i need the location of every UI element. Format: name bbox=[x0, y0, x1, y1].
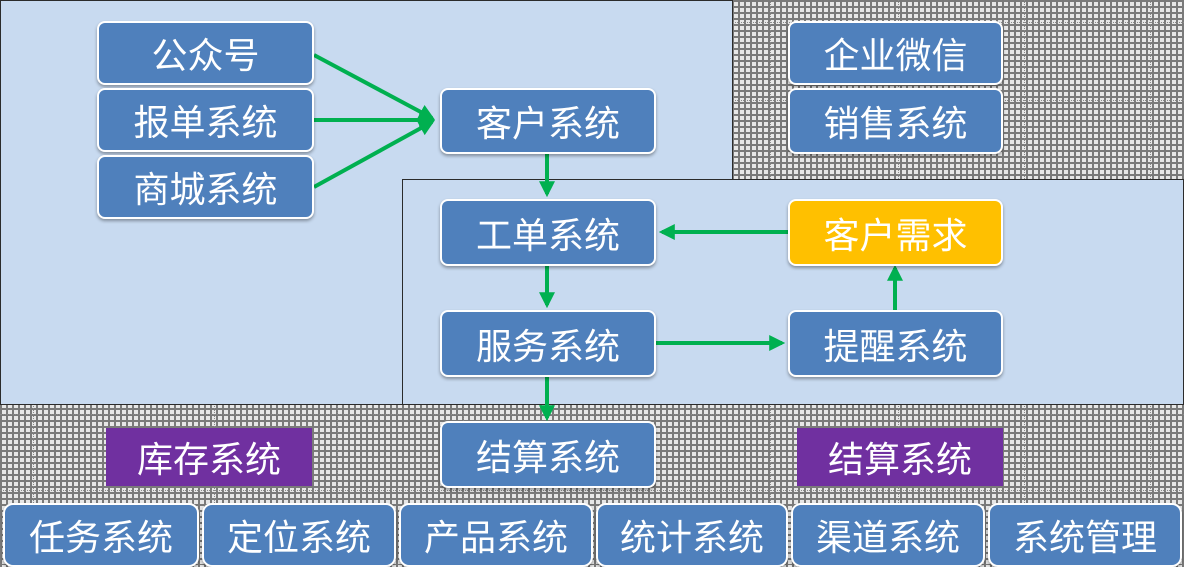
arrow-shangcheng-to-kehu bbox=[313, 120, 435, 189]
bottom-location-system: 定位系统 bbox=[202, 503, 396, 567]
node-enterprise-wechat: 企业微信 bbox=[788, 21, 1003, 85]
bottom-system-management: 系统管理 bbox=[988, 503, 1182, 567]
node-customer-demand: 客户需求 bbox=[788, 199, 1003, 266]
node-customer-system: 客户系统 bbox=[440, 88, 656, 154]
grid-line bbox=[0, 490, 1184, 491]
node-service-system: 服务系统 bbox=[440, 310, 656, 377]
node-reminder-system: 提醒系统 bbox=[788, 310, 1003, 377]
bottom-statistics-system: 统计系统 bbox=[596, 503, 788, 567]
node-ticket-system: 工单系统 bbox=[440, 199, 656, 266]
node-baodan-system: 报单系统 bbox=[97, 88, 314, 152]
node-shangcheng-system: 商城系统 bbox=[97, 155, 314, 219]
node-sales-system: 销售系统 bbox=[788, 88, 1003, 154]
node-gongzhonghao: 公众号 bbox=[97, 21, 314, 85]
bottom-task-system: 任务系统 bbox=[3, 503, 199, 567]
bottom-product-system: 产品系统 bbox=[399, 503, 593, 567]
grid-line bbox=[0, 414, 1184, 415]
arrow-gongzhonghao-to-kehu bbox=[313, 53, 435, 120]
node-settlement-system: 结算系统 bbox=[440, 421, 656, 488]
node-settlement-system-right: 结算系统 bbox=[797, 428, 1003, 486]
bottom-channel-system: 渠道系统 bbox=[791, 503, 985, 567]
node-inventory-system: 库存系统 bbox=[106, 428, 312, 486]
